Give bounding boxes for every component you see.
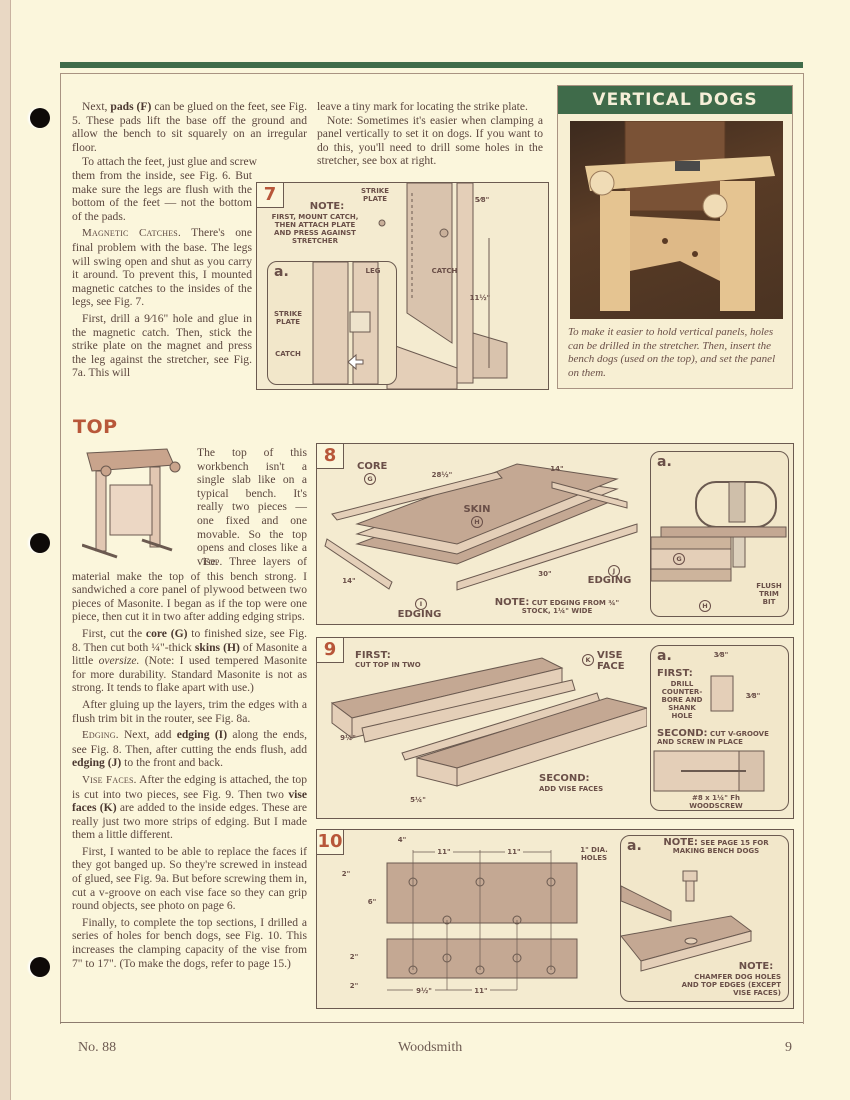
intro-text-top: Next, pads (F) can be glued on the feet,… xyxy=(72,100,307,154)
part-ref: pads (F) xyxy=(110,100,152,113)
workbench-illustration xyxy=(82,448,181,559)
dimension: 11½" xyxy=(469,294,491,302)
note-body: FIRST, MOUNT CATCH, THEN ATTACH PLATE AN… xyxy=(271,213,359,245)
dimension: 5⁄8" xyxy=(474,196,490,204)
workbench-photo xyxy=(570,121,783,319)
figure-number: 7 xyxy=(257,183,284,208)
body-text-narrow: them from the inside, see Fig. 6. But ma… xyxy=(72,169,252,380)
strike-plate-label: STRIKE PLATE xyxy=(273,310,303,326)
vertical-dogs-sidebar: VERTICAL DOGS To make it easier to hold … xyxy=(557,85,793,389)
top-body-text: Top. Three layers of material make the t… xyxy=(72,555,308,970)
figure-7a-inset: a. LEG STRIKE PLATE CATCH xyxy=(267,261,397,385)
page-binding-edge xyxy=(0,0,11,1100)
binder-hole xyxy=(30,957,50,977)
figure-9-drawing xyxy=(330,657,647,787)
figure-8-drawing xyxy=(324,463,638,591)
figure-10-drawing xyxy=(386,850,578,991)
strike-plate-label: STRIKE PLATE xyxy=(360,187,390,203)
figure-8: 8 CORE G SKIN H 28½" 14" 14" 30" I EDGIN… xyxy=(316,443,794,625)
figure-9: 9 FIRST: CUT TOP IN TWO K VISE FACE 9¼" … xyxy=(316,637,794,819)
footer-page-number: 9 xyxy=(785,1040,792,1055)
footer-magazine: Woodsmith xyxy=(398,1040,463,1055)
catch-label: CATCH xyxy=(431,267,458,275)
figure-9a-inset: a. FIRST: DRILL COUNTER-BORE AND SHANK H… xyxy=(650,645,789,811)
page-frame xyxy=(60,73,804,1024)
note-title: NOTE: xyxy=(309,201,345,212)
section-heading: TOP xyxy=(73,416,118,438)
figure-10: 10 4" 11" 11" 2" 6" 2" 2" 9½" 11" 1" DIA… xyxy=(316,829,794,1009)
page-frame-bottom xyxy=(60,1022,803,1023)
figure-10a-inset: a. NOTE: SEE PAGE 15 FOR MAKING BENCH DO… xyxy=(620,835,789,1002)
leg-label: LEG xyxy=(365,267,381,275)
binder-hole xyxy=(30,108,50,128)
footer-issue: No. 88 xyxy=(78,1040,117,1055)
intro-text-p2a: To attach the feet, just glue and screw xyxy=(82,155,257,168)
figure-7-drawing xyxy=(378,183,508,389)
header-rule xyxy=(60,62,803,68)
column2-text-top: leave a tiny mark for locating the strik… xyxy=(317,100,543,168)
top-intro-text: The top of this workbench isn't a single… xyxy=(197,446,307,568)
binder-hole xyxy=(30,533,50,553)
figure-8a-inset: a. G H FLUSH TRIM BIT xyxy=(650,451,789,617)
sidebar-title: VERTICAL DOGS xyxy=(558,86,792,114)
catch-label: CATCH xyxy=(275,350,301,358)
figure-7: 7 NOTE: FIRST, MOUNT CATCH, THEN ATTACH … xyxy=(256,182,549,390)
sidebar-caption: To make it easier to hold vertical panel… xyxy=(568,326,776,379)
